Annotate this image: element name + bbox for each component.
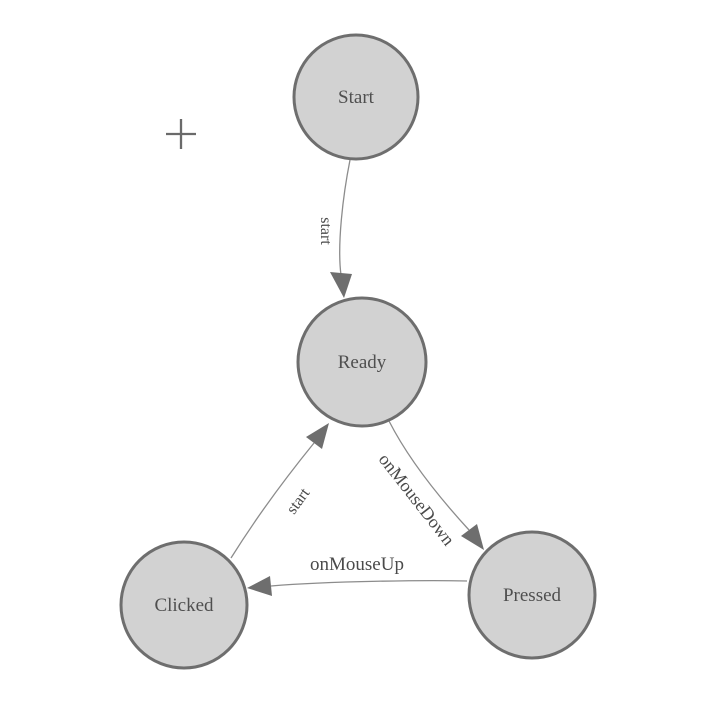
transition-start-to-ready[interactable]: start [317,159,352,298]
state-circle-pressed[interactable] [467,530,597,660]
edge-label-start: start [317,217,334,245]
edge-path-ready-to-pressed[interactable] [388,420,470,531]
edge-label-onmouseup: onMouseUp [310,554,404,575]
edge-label-onmousedown: onMouseDown [375,449,459,549]
crosshair-icon [166,119,196,149]
arrowhead-icon [330,272,352,298]
state-circle-start[interactable] [292,33,420,161]
state-label-start: Start [338,87,375,108]
state-label-clicked: Clicked [154,595,214,616]
arrowhead-icon [461,524,484,550]
state-node-ready[interactable]: Ready [296,296,428,428]
state-circle-clicked[interactable] [119,540,249,670]
arrowhead-icon [247,576,272,596]
edge-label-start-2: start [283,485,313,518]
transition-clicked-to-ready[interactable]: start [230,423,329,559]
state-node-start[interactable]: Start [292,33,420,161]
edge-path-clicked-to-ready[interactable] [230,442,315,559]
state-label-ready: Ready [338,352,387,373]
arrowhead-icon [306,423,329,449]
state-circle-ready[interactable] [296,296,428,428]
state-node-clicked[interactable]: Clicked [119,540,249,670]
transition-ready-to-pressed[interactable]: onMouseDown [375,420,484,550]
state-label-pressed: Pressed [503,585,562,606]
edge-path-pressed-to-clicked[interactable] [270,580,468,587]
state-node-pressed[interactable]: Pressed [467,530,597,660]
edge-path-start-to-ready[interactable] [339,159,351,276]
transition-pressed-to-clicked[interactable]: onMouseUp [247,554,468,596]
